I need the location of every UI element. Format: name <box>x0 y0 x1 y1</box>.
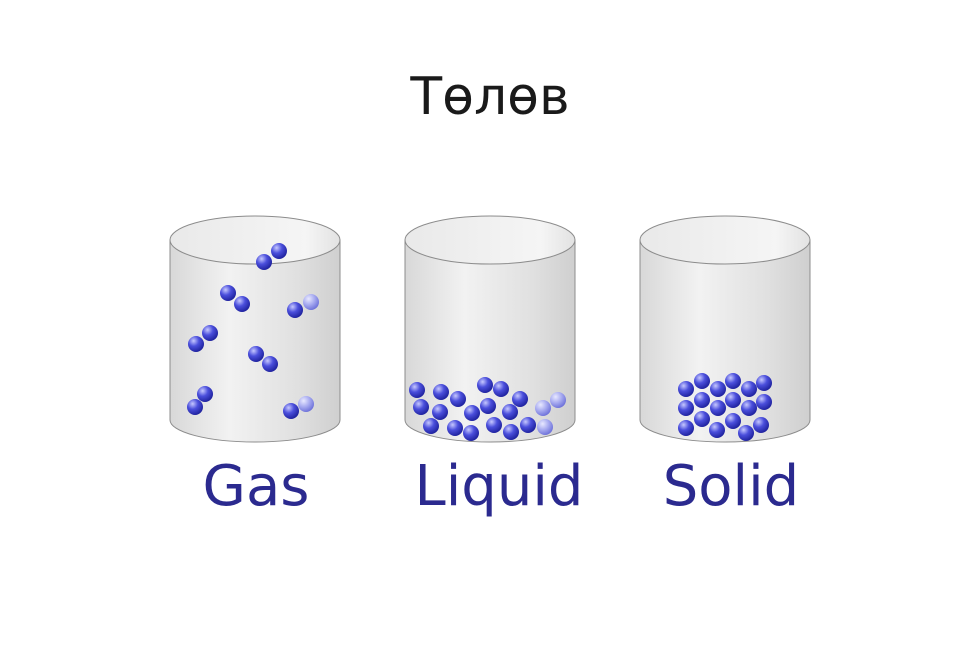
molecule <box>741 400 757 416</box>
molecule <box>725 373 741 389</box>
molecule <box>423 418 439 434</box>
molecule <box>463 425 479 441</box>
molecule <box>220 285 236 301</box>
molecule <box>709 422 725 438</box>
molecule <box>447 420 463 436</box>
molecule <box>188 336 204 352</box>
liquid-label: Liquid <box>415 454 584 519</box>
molecule <box>725 392 741 408</box>
solid-container <box>639 215 811 443</box>
molecule <box>450 391 466 407</box>
molecule <box>520 417 536 433</box>
molecule <box>287 302 303 318</box>
gas-molecules <box>187 243 319 419</box>
gas-container <box>169 215 341 443</box>
molecule <box>187 399 203 415</box>
molecule <box>486 417 502 433</box>
molecule <box>694 373 710 389</box>
molecule <box>550 392 566 408</box>
molecule <box>262 356 278 372</box>
molecule <box>756 394 772 410</box>
molecule <box>283 403 299 419</box>
liquid-molecules <box>409 377 566 441</box>
molecule <box>678 400 694 416</box>
molecule <box>234 296 250 312</box>
molecule <box>710 400 726 416</box>
liquid-container <box>404 215 576 443</box>
molecule <box>197 386 213 402</box>
molecule <box>409 382 425 398</box>
molecule <box>303 294 319 310</box>
molecule <box>413 399 429 415</box>
molecule <box>678 381 694 397</box>
molecule <box>480 398 496 414</box>
molecule <box>678 420 694 436</box>
molecule <box>493 381 509 397</box>
molecule <box>535 400 551 416</box>
solid-label: Solid <box>663 454 799 519</box>
molecule <box>298 396 314 412</box>
molecule <box>694 411 710 427</box>
molecule <box>502 404 518 420</box>
molecule <box>477 377 493 393</box>
molecule <box>503 424 519 440</box>
molecule <box>725 413 741 429</box>
molecule <box>256 254 272 270</box>
molecule <box>432 404 448 420</box>
molecule <box>738 425 754 441</box>
page-title: Төлөв <box>409 67 569 127</box>
molecule <box>710 381 726 397</box>
molecule <box>753 417 769 433</box>
solid-molecules <box>678 373 772 441</box>
molecule <box>202 325 218 341</box>
molecule <box>464 405 480 421</box>
molecule <box>537 419 553 435</box>
molecule <box>694 392 710 408</box>
molecule <box>248 346 264 362</box>
molecule <box>756 375 772 391</box>
gas-label: Gas <box>203 454 310 519</box>
molecule <box>741 381 757 397</box>
molecule <box>512 391 528 407</box>
molecule <box>271 243 287 259</box>
molecule <box>433 384 449 400</box>
